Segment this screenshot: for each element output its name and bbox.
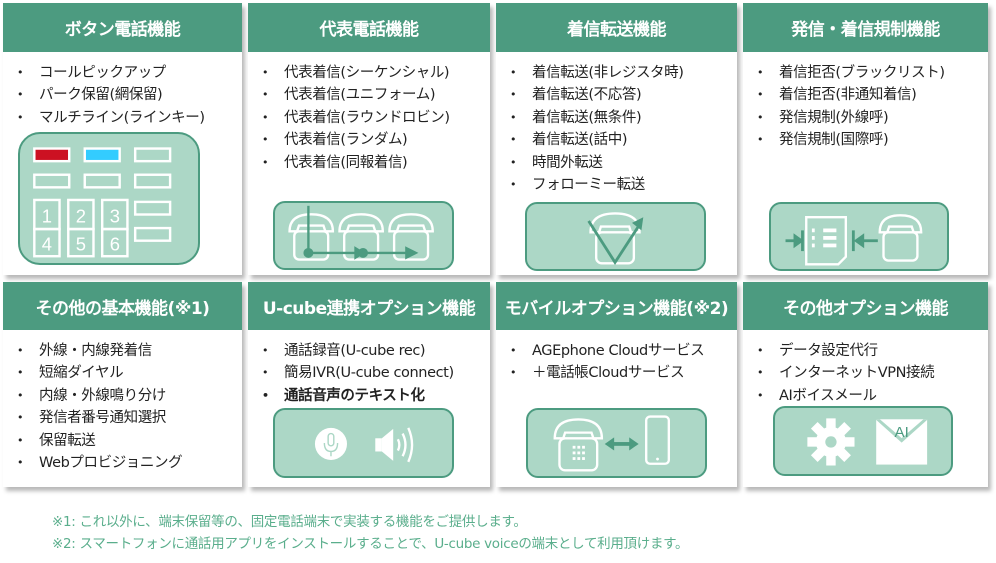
footnote-2: ※2: スマートフォンに通話用アプリをインストールすることで、U-cube vo… (52, 536, 689, 552)
key-3: 3 (110, 205, 120, 226)
feature-list: データ設定代行 インターネットVPN接続 AIボイスメール (743, 330, 988, 407)
card-ucube-option: U-cube連携オプション機能 通話録音(U-cube rec) 簡易IVR(U… (248, 282, 490, 487)
settings-mail-panel: AI (773, 406, 953, 476)
phone-to-mobile-icon (526, 408, 707, 478)
key-telephone-icon: 1 2 3 4 5 6 (18, 132, 200, 265)
card-mobile-option: モバイルオプション機能(※2) AGEphone Cloudサービス ＋電話帳C… (496, 282, 737, 487)
list-item: 着信拒否(ブラックリスト) (757, 62, 988, 84)
list-item: Webプロビジョニング (17, 452, 242, 474)
list-item: 簡易IVR(U-cube connect) (262, 362, 490, 384)
list-item: 着信転送(話中) (510, 129, 737, 151)
list-item: 発信規制(外線呼) (757, 107, 988, 129)
key-1: 1 (42, 205, 52, 226)
feature-list: 着信転送(非レジスタ時) 着信転送(不応答) 着信転送(無条件) 着信転送(話中… (496, 52, 737, 196)
key-2: 2 (76, 205, 86, 226)
list-item: 代表着信(シーケンシャル) (262, 62, 490, 84)
card-title: ボタン電話機能 (3, 3, 242, 52)
list-item: 代表着信(ランダム) (262, 129, 490, 151)
list-item: 着信転送(無条件) (510, 107, 737, 129)
key-6: 6 (110, 233, 120, 254)
gear-icon (807, 418, 855, 466)
list-item: 着信転送(不応答) (510, 84, 737, 106)
card-title: 着信転送機能 (496, 3, 737, 52)
footnote-1: ※1: これ以外に、端末保留等の、固定電話端末で実装する機能をご提供します。 (52, 514, 527, 530)
voice-icons-panel (273, 408, 454, 478)
list-item: AGEphone Cloudサービス (510, 340, 737, 362)
card-title: U-cube連携オプション機能 (248, 282, 490, 330)
list-item: マルチライン(ラインキー) (17, 107, 242, 129)
list-item: ＋電話帳Cloudサービス (510, 362, 737, 384)
list-item: AIボイスメール (757, 385, 988, 407)
list-item: コールピックアップ (17, 62, 242, 84)
card-call-forwarding: 着信転送機能 着信転送(非レジスタ時) 着信転送(不応答) 着信転送(無条件) … (496, 3, 737, 275)
card-title: その他オプション機能 (743, 282, 988, 330)
card-title: モバイルオプション機能(※2) (496, 282, 737, 330)
microphone-icon (314, 427, 347, 460)
card-other-option: その他オプション機能 データ設定代行 インターネットVPN接続 AIボイスメール… (743, 282, 988, 487)
list-item: パーク保留(網保留) (17, 84, 242, 106)
feature-list: 通話録音(U-cube rec) 簡易IVR(U-cube connect) 通… (248, 330, 490, 407)
card-representative-phone: 代表電話機能 代表着信(シーケンシャル) 代表着信(ユニフォーム) 代表着信(ラ… (248, 3, 490, 275)
list-item: 保留転送 (17, 430, 242, 452)
list-item: 着信拒否(非通知着信) (757, 84, 988, 106)
svg-text:AI: AI (895, 424, 909, 441)
mail-icon: AI (875, 418, 928, 465)
list-item: 発信規制(国際呼) (757, 129, 988, 151)
card-title: 代表電話機能 (248, 3, 490, 52)
list-item: 発信者番号通知選択 (17, 407, 242, 429)
card-title: その他の基本機能(※1) (3, 282, 242, 330)
key-4: 4 (42, 233, 52, 254)
list-item: フォローミー転送 (510, 174, 737, 196)
card-button-phone: ボタン電話機能 コールピックアップ パーク保留(網保留) マルチライン(ラインキ… (3, 3, 242, 275)
blocklist-icon (769, 202, 949, 271)
list-item: 通話録音(U-cube rec) (262, 340, 490, 362)
card-title: 発信・着信規制機能 (743, 3, 988, 52)
hunt-group-phones-icon (273, 201, 454, 270)
speaker-icon (375, 428, 394, 461)
list-item: 時間外転送 (510, 152, 737, 174)
card-other-basic: その他の基本機能(※1) 外線・内線発着信 短縮ダイヤル 内線・外線鳴り分け 発… (3, 282, 242, 487)
feature-list: 代表着信(シーケンシャル) 代表着信(ユニフォーム) 代表着信(ラウンドロビン)… (248, 52, 490, 174)
card-call-restriction: 発信・着信規制機能 着信拒否(ブラックリスト) 着信拒否(非通知着信) 発信規制… (743, 3, 988, 275)
feature-list: 着信拒否(ブラックリスト) 着信拒否(非通知着信) 発信規制(外線呼) 発信規制… (743, 52, 988, 152)
list-item: 通話音声のテキスト化 (262, 385, 490, 407)
feature-list: AGEphone Cloudサービス ＋電話帳Cloudサービス (496, 330, 737, 385)
list-item: 代表着信(同報着信) (262, 152, 490, 174)
list-item: 内線・外線鳴り分け (17, 385, 242, 407)
key-5: 5 (76, 233, 86, 254)
list-item: 短縮ダイヤル (17, 362, 242, 384)
feature-list: 外線・内線発着信 短縮ダイヤル 内線・外線鳴り分け 発信者番号通知選択 保留転送… (3, 330, 242, 474)
list-item: 外線・内線発着信 (17, 340, 242, 362)
feature-list: コールピックアップ パーク保留(網保留) マルチライン(ラインキー) (3, 52, 242, 129)
forwarding-phone-icon (525, 202, 706, 271)
list-item: データ設定代行 (757, 340, 988, 362)
list-item: 代表着信(ラウンドロビン) (262, 107, 490, 129)
list-item: 代表着信(ユニフォーム) (262, 84, 490, 106)
list-item: 着信転送(非レジスタ時) (510, 62, 737, 84)
list-item: インターネットVPN接続 (757, 362, 988, 384)
